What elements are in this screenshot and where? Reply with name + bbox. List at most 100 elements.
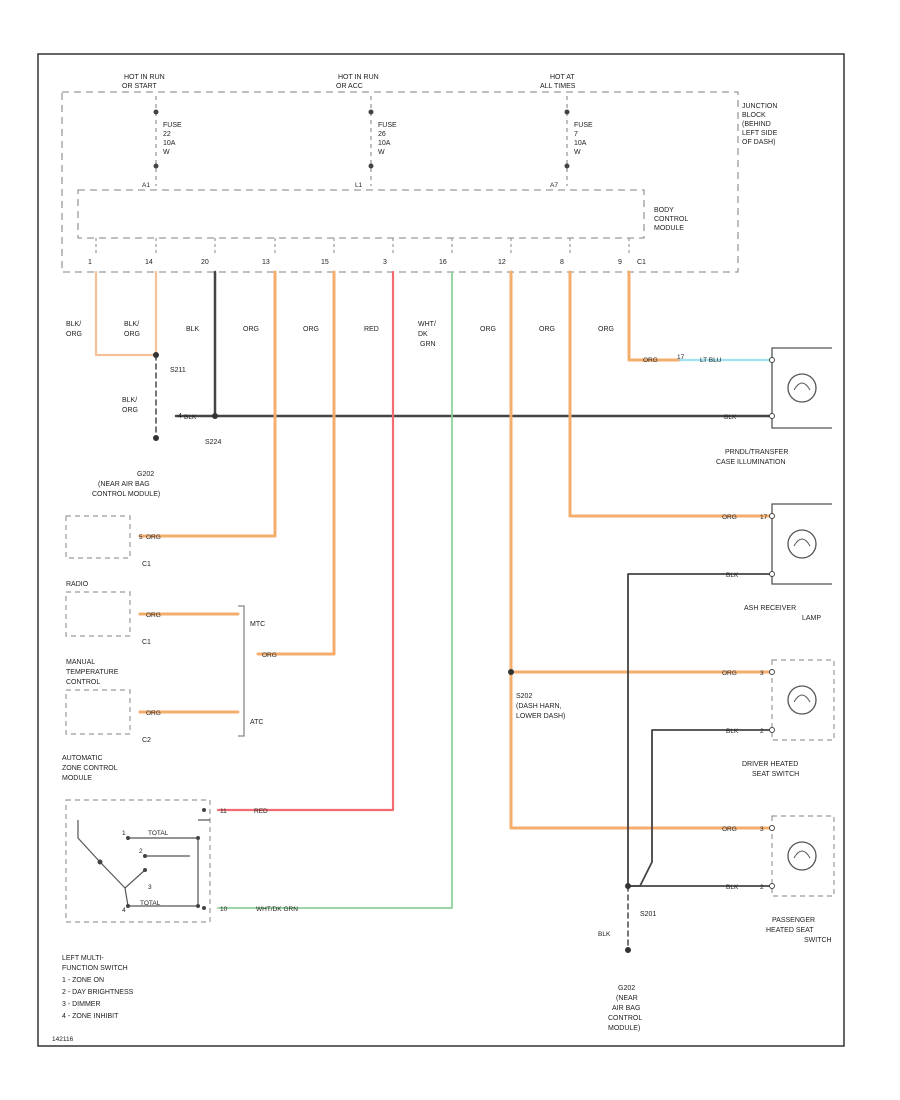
svg-text:G202: G202 [137, 471, 154, 478]
svg-text:PASSENGER: PASSENGER [772, 917, 815, 924]
pin-14: 14 [145, 259, 153, 266]
svg-text:ORG: ORG [303, 326, 319, 333]
airbag-pin-5: 5 [139, 534, 143, 541]
wire-color-labels: BLK/ORG BLK/ORG BLK ORG ORG RED WHT/DKGR… [66, 321, 614, 348]
driver-pin-3: 3 [760, 670, 764, 677]
passenger-seat-switch [769, 815, 835, 897]
svg-text:HOT AT: HOT AT [550, 74, 575, 81]
svg-text:(NEAR AIR BAG: (NEAR AIR BAG [98, 481, 150, 488]
splice-s224 [212, 413, 218, 419]
splice-s201-label: S201 [640, 911, 656, 918]
fuse-symbols [153, 109, 570, 169]
azcm-pin-11: 11 [220, 808, 227, 815]
bcm-label: BODY CONTROL MODULE [654, 207, 688, 232]
mtc-atc-bracket [238, 605, 245, 737]
svg-text:ORG: ORG [122, 407, 138, 414]
s202-label: S202 (DASH HARN, LOWER DASH) [516, 693, 565, 720]
radio-c1: C1 [142, 639, 151, 646]
svg-text:ORG: ORG [480, 326, 496, 333]
pass-org-label: ORG [722, 826, 737, 833]
prndl-pin-17: 17 [677, 354, 685, 361]
svg-text:1 - ZONE ON: 1 - ZONE ON [62, 977, 104, 984]
airbag-org-label: ORG [146, 534, 161, 541]
fuse-mid-bottom [368, 163, 374, 169]
svg-text:RED: RED [364, 326, 379, 333]
passenger-seat-label: PASSENGER HEATED SEAT SWITCH [766, 917, 832, 944]
svg-text:HOT IN RUN: HOT IN RUN [124, 74, 165, 81]
driver-blk-label: BLK [726, 728, 739, 735]
svg-text:(BEHIND: (BEHIND [742, 121, 771, 128]
pin-8: 8 [560, 259, 564, 266]
fuse-left-bottom [153, 163, 159, 169]
ash-receiver-lamp [769, 503, 832, 585]
svg-text:BODY: BODY [654, 207, 674, 214]
fuse-right-label: FUSE 7 10A W [574, 122, 593, 156]
bcm-outline [77, 189, 645, 239]
svg-text:CONTROL MODULE): CONTROL MODULE) [92, 491, 160, 498]
azcm-green-label: WHT/DK GRN [256, 906, 298, 913]
svg-text:FUSE: FUSE [163, 122, 182, 129]
pin-15: 15 [321, 259, 329, 266]
switch-total-top: TOTAL [148, 830, 169, 837]
prndl-org-label: ORG [643, 357, 658, 364]
radio-org-label: ORG [146, 612, 161, 619]
svg-text:ORG: ORG [124, 331, 140, 338]
lmfs-label: LEFT MULTI- FUNCTION SWITCH 1 - ZONE ON … [62, 955, 134, 1020]
manual-temp-label: MANUAL TEMPERATURE CONTROL [66, 659, 119, 686]
splice-dots [153, 352, 631, 953]
wire-pin13-org [138, 270, 277, 538]
wire-pin15-org [256, 270, 336, 656]
svg-text:BLK: BLK [186, 326, 200, 333]
svg-text:CASE ILLUMINATION: CASE ILLUMINATION [716, 459, 786, 466]
fuse-mid-terminal: L1 [355, 182, 363, 189]
svg-text:FUNCTION SWITCH: FUNCTION SWITCH [62, 965, 128, 972]
pin-13: 13 [262, 259, 270, 266]
svg-text:W: W [163, 149, 170, 156]
airbag-module-connector [65, 515, 131, 559]
driver-seat-switch [769, 659, 835, 741]
ash-org-label: ORG [722, 514, 737, 521]
pin-12: 12 [498, 259, 506, 266]
svg-text:CONTROL: CONTROL [608, 1015, 642, 1022]
pass-pin-3: 3 [760, 826, 764, 833]
wire-pin16-wht-dkgrn [217, 271, 453, 909]
svg-text:DK: DK [418, 331, 428, 338]
svg-text:MODULE: MODULE [62, 775, 92, 782]
wires [94, 270, 774, 951]
ground-bottom-blk-label: BLK [598, 931, 611, 938]
svg-text:BLOCK: BLOCK [742, 112, 766, 119]
airbag-c1: C1 [142, 561, 151, 568]
svg-text:ORG: ORG [66, 331, 82, 338]
svg-text:BLK/: BLK/ [66, 321, 81, 328]
svg-text:MODULE): MODULE) [608, 1025, 640, 1032]
splice-s202 [508, 669, 514, 675]
prndl-label: PRNDL/TRANSFER CASE ILLUMINATION [716, 449, 788, 466]
svg-text:OR START: OR START [122, 83, 157, 90]
fuse-left-label: FUSE 22 10A W [163, 122, 182, 156]
switch-pos-3: 3 [148, 884, 152, 891]
fuse-mid-label: FUSE 26 10A W [378, 122, 397, 156]
fuse-right-bottom [564, 163, 570, 169]
source-left-label: HOT IN RUN OR START [122, 74, 165, 90]
source-right-label: HOT AT ALL TIMES [540, 74, 576, 90]
temp-org-label: ORG [146, 710, 161, 717]
svg-text:26: 26 [378, 131, 386, 138]
svg-text:(DASH HARN,: (DASH HARN, [516, 703, 562, 710]
svg-text:W: W [378, 149, 385, 156]
svg-text:SWITCH: SWITCH [804, 937, 832, 944]
azcm-label: AUTOMATIC ZONE CONTROL MODULE [62, 755, 118, 782]
pin-20: 20 [201, 259, 209, 266]
svg-text:BLK/: BLK/ [124, 321, 139, 328]
manual-temp-connector [65, 689, 131, 735]
svg-text:HOT IN RUN: HOT IN RUN [338, 74, 379, 81]
splice-s224-label: S224 [205, 439, 221, 446]
ground-g202-bottom [625, 947, 631, 953]
svg-text:CONTROL: CONTROL [66, 679, 100, 686]
driver-pin-2: 2 [760, 728, 764, 735]
svg-text:10A: 10A [163, 140, 176, 147]
svg-text:(NEAR: (NEAR [616, 995, 638, 1002]
svg-text:OF DASH): OF DASH) [742, 139, 775, 146]
svg-text:MANUAL: MANUAL [66, 659, 95, 666]
fuse-left-terminal: A1 [142, 182, 150, 189]
